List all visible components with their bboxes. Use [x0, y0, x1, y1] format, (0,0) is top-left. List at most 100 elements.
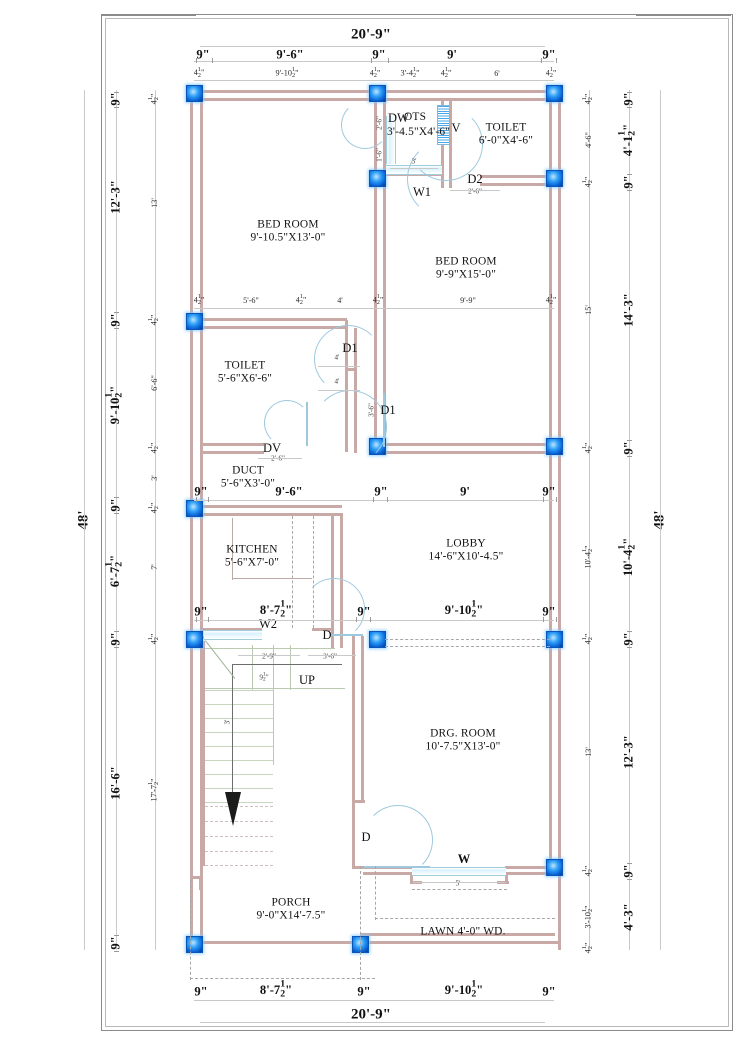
stair-landing-edge [205, 688, 345, 689]
dim-right-o-2: 9" [621, 175, 636, 189]
dim-left-o-6: 9" [108, 632, 123, 646]
dim-top-overall: 20'-9" [351, 26, 391, 43]
wall-toilet2-top-b [202, 326, 347, 329]
wall-toilet1-bottom-a [480, 175, 558, 178]
room-size-ots-wrap: 3'-4.5"X4'-6" [387, 126, 451, 138]
kitchen-dash-v1 [292, 516, 293, 628]
tag-vent-v: V [451, 120, 461, 135]
wall-toilet2-top-a [202, 318, 347, 321]
sheet-border-inner [105, 18, 729, 1027]
room-size-toilet1: 6'-0"X4'-6" [478, 135, 534, 147]
door-swing-d1a [314, 325, 382, 393]
stair-nosing-top [205, 648, 335, 649]
room-size-ots: 3'-4.5"X4'-6" [387, 126, 451, 138]
dim-mid-kit-0: 9" [194, 604, 208, 619]
lobby-dash-a [385, 639, 550, 640]
column-a5 [186, 500, 203, 517]
door-swing-d1b [313, 390, 387, 464]
tag-up: UP [299, 672, 315, 687]
wall-porch-step-left [190, 876, 202, 879]
dim-right-i-1: 4'-6" [583, 132, 593, 148]
wall-kitchen-top-a [202, 505, 342, 508]
column-c8 [546, 859, 563, 876]
room-size-duct: 5'-6"X3'-0" [220, 478, 276, 490]
lobby-dash-b [385, 646, 550, 647]
room-label-bedroom2: BED ROOM 9'-9"X15'-0" [435, 256, 496, 282]
wall-exterior-left-b [200, 90, 203, 950]
label-lawn: LAWN 4'-0" WD. [420, 925, 505, 937]
room-name-toilet1: TOILET [485, 121, 527, 134]
window-w [412, 867, 506, 876]
kitchen-counter-v [232, 518, 233, 580]
dim-mid-duct-line [194, 500, 554, 501]
window-dw-opening [386, 116, 396, 164]
tag-dw: DW [388, 111, 409, 125]
room-label-kitchen: KITCHEN 5'-6"X7'-0" [224, 544, 280, 570]
dim-mid-duct-1: 9'-6" [275, 484, 303, 499]
dim-bottom-row1-line [194, 1000, 554, 1001]
room-size-drg-room: 10'-7.5"X13'-0" [425, 741, 501, 753]
dim-right-overall-line [660, 90, 661, 950]
room-size-bedroom1: 9'-10.5"X13'-0" [250, 232, 326, 244]
column-a6 [186, 631, 203, 648]
dim-top-row2-line [194, 80, 554, 81]
column-a9 [186, 936, 203, 953]
room-name-lobby: LOBBY [446, 537, 486, 550]
dim-left-o-4: 9" [108, 498, 123, 512]
dim-mid-toilet-3: 4' [337, 295, 343, 305]
window-w-dash [412, 889, 507, 890]
dim-left-i-5: 3' [149, 475, 159, 481]
dim-bot-r1-0: 9" [194, 984, 208, 999]
dim-bottom-overall-line [200, 1022, 545, 1023]
door-leaf-d-kitchen [331, 634, 363, 636]
dim-right-i-7: 13' [583, 747, 593, 757]
room-label-toilet2: TOILET 5'-6"X6'-6" [218, 360, 272, 386]
wall-duct-top-b [202, 451, 264, 454]
column-b6 [369, 631, 386, 648]
wall-drg-sill-right-a [505, 872, 553, 875]
dim-mid-duct-0: 9" [194, 484, 208, 499]
kitchen-counter-h [232, 578, 312, 579]
dim-right-o-3: 14'-3" [621, 293, 636, 327]
kitchen-dash-v2 [313, 516, 314, 628]
dim-left-i-3: 6'-6" [149, 375, 159, 391]
wall-drg-door-jamb-bot [352, 866, 365, 869]
dim-top-row1-line [194, 61, 554, 62]
tag-dv: DV [262, 440, 282, 455]
wall-exterior-bottom-b [360, 933, 555, 936]
room-label-toilet1: TOILET 6'-0"X4'-6" [478, 121, 534, 148]
wall-drg-door-jamb-top [352, 800, 365, 803]
door-swing-d2-arc [407, 140, 485, 218]
stair-stringer-mid [252, 645, 253, 690]
frame-cap-left [101, 14, 196, 16]
stair-stringer-mid2 [290, 645, 291, 690]
dim-bot-r1-4: 9" [542, 984, 556, 999]
dim-bottom-overall: 20'-9" [351, 1006, 391, 1023]
wall-exterior-right-a [558, 90, 561, 950]
dim-window-w-width: 5' [455, 879, 461, 888]
door-swing-d-drg [363, 805, 433, 875]
stair-up-line-h [232, 664, 342, 666]
dim-mid-kitchen-line [194, 620, 554, 621]
wall-bed2-bottom-b [385, 451, 550, 454]
door-leaf-d-drg [364, 866, 430, 868]
room-size-porch: 9'-0"X14'-7.5" [256, 910, 326, 922]
room-size-kitchen: 5'-6"X7'-0" [224, 557, 280, 569]
